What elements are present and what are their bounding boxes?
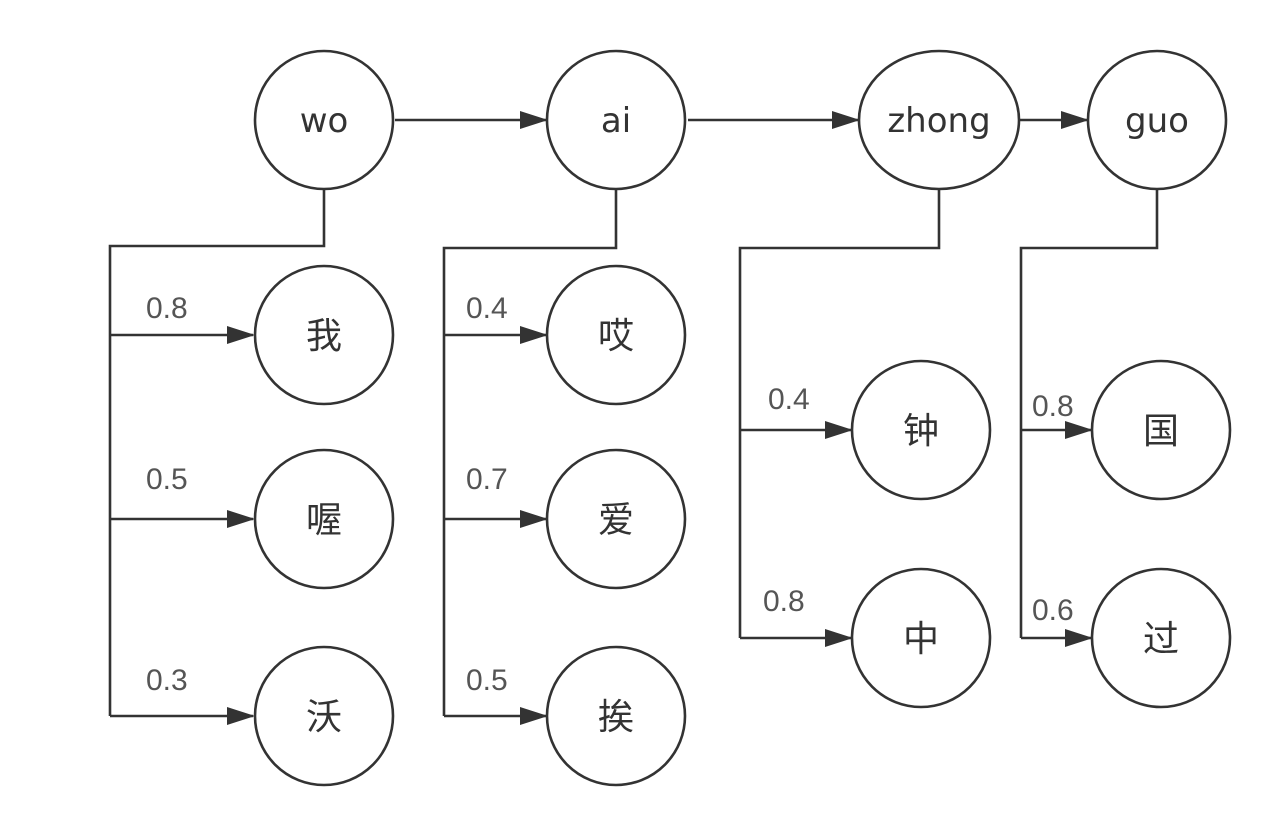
pinyin-node-guo: guo	[1086, 49, 1228, 191]
char-label-guo-1: 国	[1143, 411, 1179, 452]
prob-label-ai-3: 0.5	[466, 664, 508, 697]
prob-label-wo-3: 0.3	[146, 664, 188, 697]
pinyin-node-ai: ai	[545, 49, 687, 191]
char-label-ai-3: 挨	[598, 697, 634, 738]
char-node-guo-1: 国	[1090, 359, 1232, 501]
char-label-guo-2: 过	[1143, 619, 1179, 660]
prob-label-ai-2: 0.7	[466, 463, 508, 496]
trunk-ai	[442, 188, 618, 716]
char-node-zhong-2: 中	[850, 567, 992, 709]
prob-label-guo-2: 0.6	[1032, 594, 1074, 627]
prob-label-zhong-1: 0.4	[768, 383, 810, 416]
pinyin-label-guo: guo	[1125, 101, 1189, 141]
pinyin-node-zhong: zhong	[857, 49, 1021, 191]
char-node-wo-3: 沃	[253, 645, 395, 787]
prob-label-wo-2: 0.5	[146, 463, 188, 496]
char-node-guo-2: 过	[1090, 567, 1232, 709]
pinyin-label-wo: wo	[300, 101, 349, 141]
char-node-ai-1: 哎	[545, 264, 687, 406]
char-node-ai-2: 爱	[545, 448, 687, 590]
char-label-wo-3: 沃	[306, 697, 342, 738]
char-label-wo-1: 我	[306, 316, 342, 357]
char-node-wo-2: 喔	[253, 448, 395, 590]
prob-label-wo-1: 0.8	[146, 292, 188, 325]
char-label-wo-2: 喔	[306, 500, 342, 541]
char-node-zhong-1: 钟	[850, 359, 992, 501]
char-label-zhong-2: 中	[903, 619, 939, 660]
trunk-wo	[108, 188, 326, 716]
char-node-ai-3: 挨	[545, 645, 687, 787]
prob-label-zhong-2: 0.8	[763, 585, 805, 618]
char-label-ai-2: 爱	[598, 500, 634, 541]
char-label-ai-1: 哎	[598, 316, 634, 357]
prob-label-ai-1: 0.4	[466, 292, 508, 325]
char-label-zhong-1: 钟	[903, 411, 939, 452]
prob-label-guo-1: 0.8	[1032, 390, 1074, 423]
pinyin-label-zhong: zhong	[887, 101, 990, 141]
pinyin-label-ai: ai	[601, 101, 631, 141]
trunk-zhong	[738, 188, 941, 638]
trunk-guo	[1019, 188, 1159, 638]
pinyin-node-wo: wo	[253, 49, 395, 191]
char-node-wo-1: 我	[253, 264, 395, 406]
